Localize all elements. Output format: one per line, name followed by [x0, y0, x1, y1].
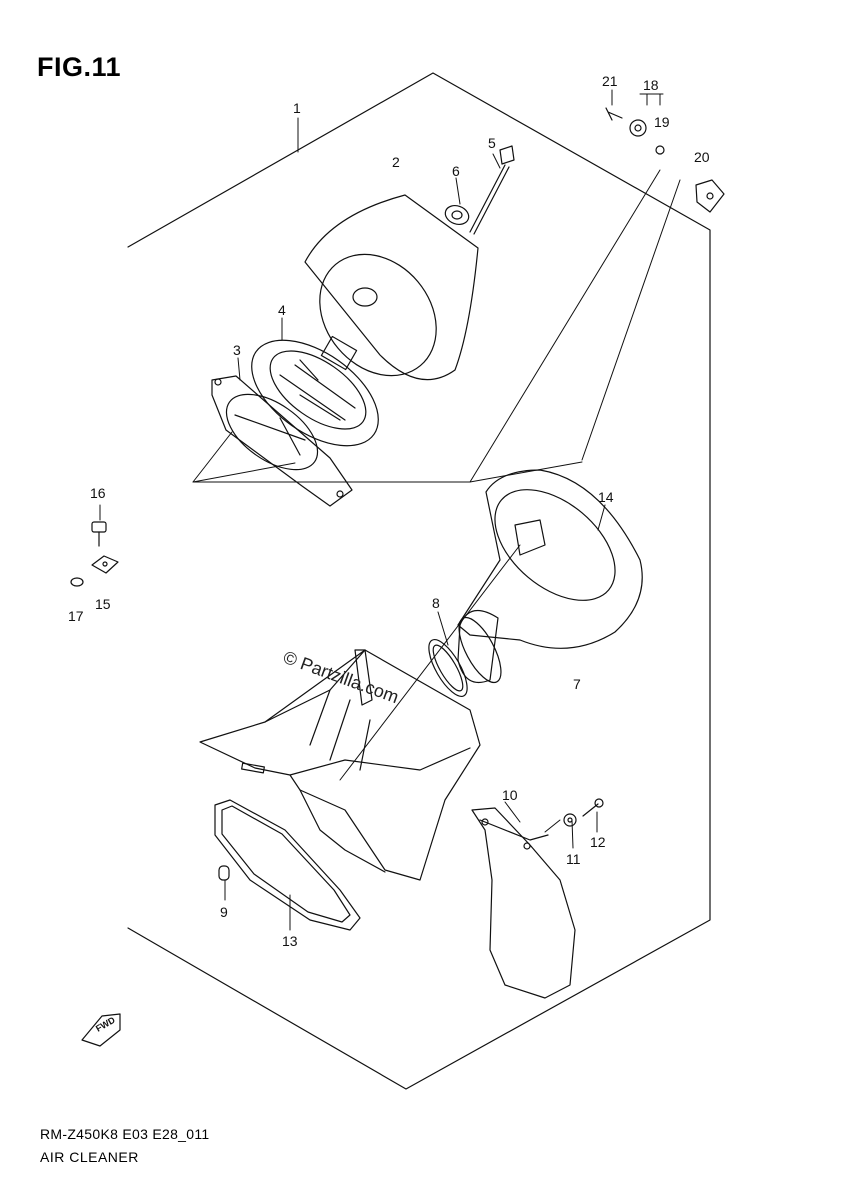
callout-17: 17: [68, 608, 84, 624]
callout-12: 12: [590, 834, 606, 850]
washer-17: [70, 577, 84, 587]
mounting-plate: [695, 179, 725, 213]
callout-1: 1: [293, 100, 301, 116]
sealing-washer: [444, 204, 470, 226]
mud-guard: [471, 807, 576, 999]
fwd-arrow-icon: FWD: [81, 1013, 121, 1047]
callout-13: 13: [282, 933, 298, 949]
case-grommet: [218, 865, 230, 881]
bolt-16: [91, 521, 107, 547]
guard-washer: [563, 813, 577, 827]
callout-6: 6: [452, 163, 460, 179]
callout-14: 14: [598, 489, 614, 505]
callout-4: 4: [278, 302, 286, 318]
guard-screw: [582, 798, 604, 817]
filter-holder-plate: [211, 375, 353, 507]
callout-21: 21: [602, 73, 618, 89]
nut-15: [91, 555, 119, 574]
case-gasket: [214, 799, 361, 931]
model-code: RM-Z450K8 E03 E28_011: [40, 1126, 210, 1142]
callout-18: 18: [643, 77, 659, 93]
figure-title: FIG.11: [37, 52, 122, 82]
wing-bolt: [469, 145, 515, 235]
clamp-bolt-assembly: [605, 107, 665, 155]
callout-2: 2: [392, 154, 400, 170]
callout-3: 3: [233, 342, 241, 358]
callout-20: 20: [694, 149, 710, 165]
callout-11: 11: [566, 851, 581, 867]
outlet-tube: [457, 469, 643, 684]
callout-19: 19: [654, 114, 670, 130]
seal-ring: [428, 639, 468, 697]
callout-9: 9: [220, 904, 228, 920]
callout-15: 15: [95, 596, 111, 612]
leader-lines: [99, 89, 681, 931]
air-filter-element: [304, 194, 479, 381]
callout-8: 8: [432, 595, 440, 611]
callout-10: 10: [502, 787, 518, 803]
assembly-outline: [127, 72, 711, 1090]
callout-5: 5: [488, 135, 496, 151]
callout-7: 7: [573, 676, 581, 692]
filter-cage: [251, 335, 379, 447]
part-group-name: AIR CLEANER: [40, 1149, 139, 1165]
callout-labels: 1 2 3 4 5 6 7 8 9 10 11 12 13 14 15 16 1…: [68, 73, 710, 949]
callout-16: 16: [90, 485, 106, 501]
air-cleaner-case: [199, 649, 481, 881]
